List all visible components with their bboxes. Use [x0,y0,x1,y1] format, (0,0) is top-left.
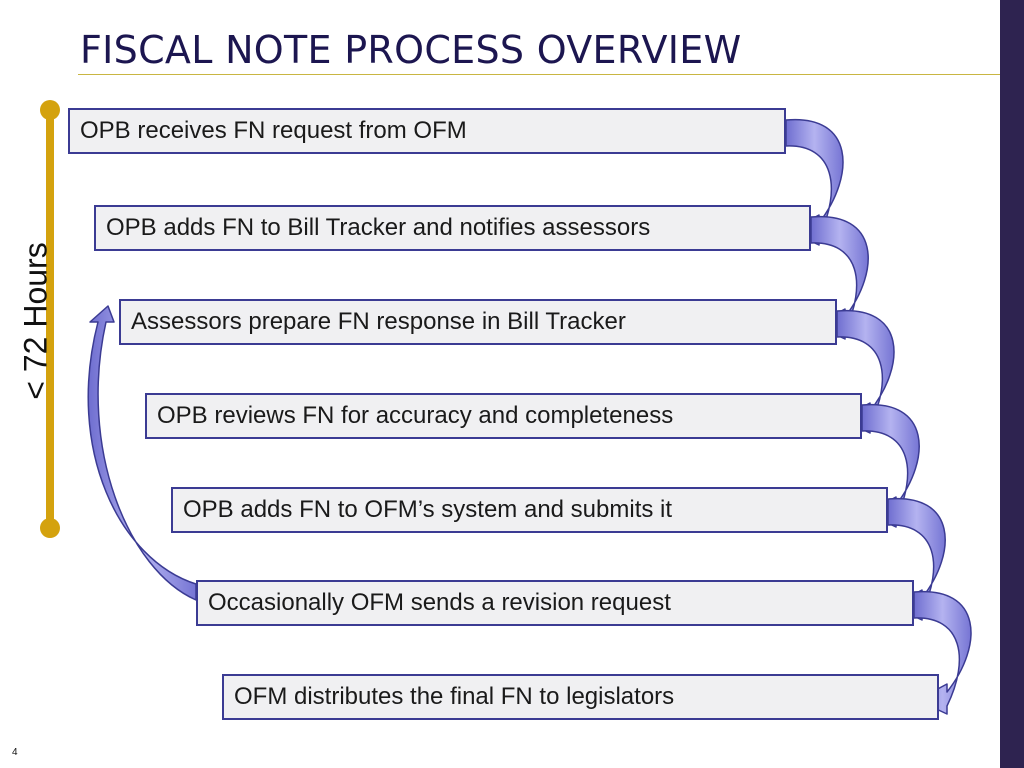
timeline-end-dot [40,518,60,538]
step-box-6: Occasionally OFM sends a revision reques… [196,580,914,626]
step-box-3: Assessors prepare FN response in Bill Tr… [119,299,837,345]
page-title: FISCAL NOTE PROCESS OVERVIEW [80,28,742,72]
step-box-7: OFM distributes the final FN to legislat… [222,674,939,720]
timeline-start-dot [40,100,60,120]
step-box-2: OPB adds FN to Bill Tracker and notifies… [94,205,811,251]
timeline-bar [46,108,54,528]
side-accent-bar [1000,0,1024,768]
page-number: 4 [12,747,18,758]
step-box-4: OPB reviews FN for accuracy and complete… [145,393,862,439]
revision-loop-arrow [87,305,197,601]
step-box-5: OPB adds FN to OFM’s system and submits … [171,487,888,533]
title-divider [78,74,1000,75]
step-box-1: OPB receives FN request from OFM [68,108,786,154]
